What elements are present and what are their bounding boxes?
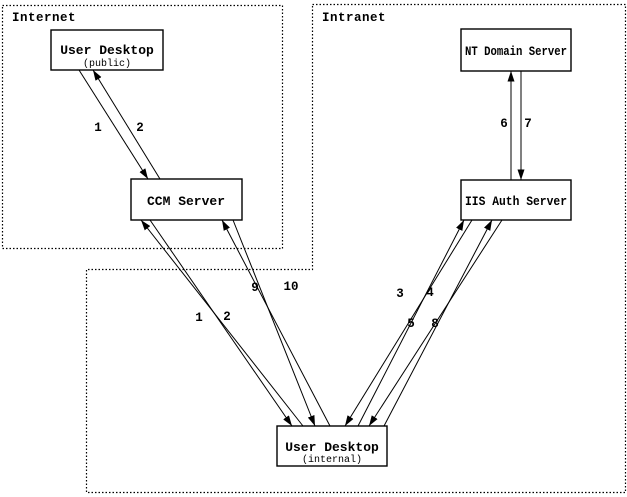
zone-intranet-border: [85, 3, 627, 494]
edge-2-internal-line: [149, 219, 293, 427]
node-user-desktop-internal-subtitle: (internal): [302, 454, 362, 466]
edge-5-line: [383, 219, 493, 427]
edge-10-label: 10: [283, 280, 298, 294]
edge-8-label: 8: [431, 317, 439, 331]
node-user-desktop-public-box: [50, 29, 164, 71]
node-user-desktop-public: User Desktop (public): [50, 29, 164, 71]
edge-1-public-label: 1: [94, 121, 102, 135]
edge-1-internal-label: 1: [195, 311, 203, 325]
edge-6-label: 6: [500, 117, 508, 131]
edge-4-line: [344, 219, 473, 427]
node-nt-domain-server-box: [460, 28, 572, 72]
node-nt-domain-server: NT Domain Server: [460, 28, 572, 72]
edge-10-line: [232, 219, 316, 427]
edge-1-internal-line: [140, 219, 304, 427]
zone-internet-label: Internet: [12, 11, 76, 25]
zone-internet-border: [1, 4, 284, 250]
edge-9-line: [221, 219, 331, 427]
zone-internet: Internet: [1, 4, 284, 250]
node-user-desktop-public-subtitle: (public): [83, 58, 131, 70]
node-iis-auth-server: IIS Auth Server: [460, 179, 572, 221]
edge-8-line: [368, 219, 503, 427]
node-ccm-server-box: [130, 178, 243, 221]
edge-9-label: 9: [251, 281, 259, 295]
edge-1-public-line: [78, 69, 149, 180]
node-user-desktop-internal-title: User Desktop: [285, 440, 379, 455]
edge-3-line: [357, 219, 465, 427]
edge-7-label: 7: [524, 117, 532, 131]
zone-intranet: Intranet: [85, 3, 627, 494]
edge-3-label: 3: [396, 287, 404, 301]
node-ccm-server: CCM Server: [130, 178, 243, 221]
edge-4-label: 4: [426, 286, 434, 300]
node-user-desktop-internal: User Desktop (internal): [276, 425, 388, 467]
edge-2-public-line: [92, 69, 161, 180]
zone-intranet-label: Intranet: [322, 11, 386, 25]
node-iis-auth-server-box: [460, 179, 572, 221]
edge-2-public-label: 2: [136, 121, 144, 135]
node-user-desktop-internal-box: [276, 425, 388, 467]
node-user-desktop-public-title: User Desktop: [60, 43, 154, 58]
edge-2-internal-label: 2: [223, 310, 231, 324]
node-iis-auth-server-title: IIS Auth Server: [465, 194, 567, 209]
edge-5-label: 5: [407, 317, 415, 331]
edges: 1 2 6 7 1 2 9 10 3 4 5 8: [78, 69, 532, 427]
node-ccm-server-title: CCM Server: [147, 194, 225, 209]
node-nt-domain-server-title: NT Domain Server: [465, 44, 567, 59]
